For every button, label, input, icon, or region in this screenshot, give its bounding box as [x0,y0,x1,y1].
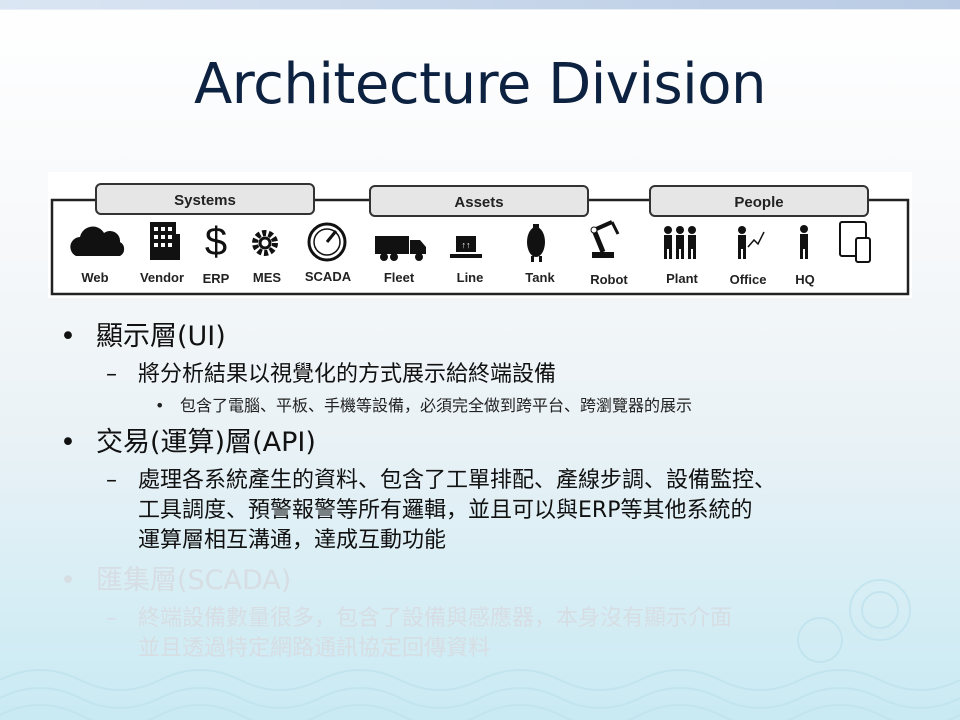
tank-icon [527,224,545,262]
group-label: Systems [174,192,236,209]
bullet-api: • 交易(運算)層(API) [60,426,930,460]
dash-marker: – [106,362,117,387]
group-systems: Systems [95,183,315,215]
item-label: Office [730,272,767,287]
truck-icon [375,236,426,261]
bullet-ui-sub: – 將分析結果以視覺化的方式展示給終端設備 [60,360,930,390]
bullet-ui-subsub: • 包含了電腦、平板、手機等設備，必須完全做到跨平台、跨瀏覽器的展示 [60,394,930,418]
item-label: HQ [795,272,815,287]
dollar-icon: $ [205,220,227,264]
item-label: Fleet [384,270,415,285]
bullet-ui-title: 顯示層(UI) [96,321,226,352]
bullet-marker: • [60,565,76,596]
bullet-api-sub: – 處理各系統產生的資料、包含了工單排配、產線步調、設備監控、 工具調度、預警報… [60,466,930,556]
dash-marker: – [106,606,117,631]
bullet-ui-subsub-text: 包含了電腦、平板、手機等設備，必須完全做到跨平台、跨瀏覽器的展示 [180,396,693,415]
item-label: Vendor [140,270,184,285]
executive-icon [800,225,808,259]
building-icon [150,222,180,260]
bullet-ui: • 顯示層(UI) [60,320,930,354]
bullet-list: • 顯示層(UI) – 將分析結果以視覺化的方式展示給終端設備 • 包含了電腦、… [60,320,930,668]
conveyor-icon: ↑↑ [450,236,482,258]
architecture-diagram: Systems Assets People [48,172,912,298]
bullet-marker: • [155,396,165,415]
bullet-marker: • [60,427,76,458]
bullet-scada-sub-line2: 並且透過特定網路通訊協定回傳資料 [138,636,491,661]
office-person-icon [738,226,765,259]
bullet-api-sub-line3: 運算層相互溝通，達成互動功能 [138,528,447,553]
group-assets: Assets [369,185,589,217]
bullet-ui-sub-text: 將分析結果以視覺化的方式展示給終端設備 [138,362,557,387]
item-label: Line [457,270,484,285]
item-label: Plant [666,271,698,286]
item-label: Web [81,270,108,285]
tablet-phone-icon [839,221,871,263]
bullet-api-sub-line2: 工具調度、預警報警等所有邏輯，並且可以與ERP等其他系統的 [138,498,753,523]
bullet-marker: • [60,321,76,352]
robot-arm-icon [590,220,620,258]
group-label: People [734,194,783,211]
bullet-scada-sub-line1: 終端設備數量很多，包含了設備與感應器，本身沒有顯示介面 [138,606,733,631]
bullet-api-title: 交易(運算)層(API) [96,427,316,458]
gear-icon [252,230,278,256]
group-people: People [649,185,869,217]
gauge-icon [307,222,347,262]
item-label: SCADA [305,269,352,284]
item-label: MES [253,270,282,285]
item-label: Robot [590,272,628,287]
bullet-api-sub-line1: 處理各系統產生的資料、包含了工單排配、產線步調、設備監控、 [138,468,777,493]
dash-marker: – [106,468,117,493]
cloud-icon [70,226,125,256]
top-accent-bar [0,0,960,10]
slide-title: Architecture Division [193,52,767,117]
bullet-scada-sub: – 終端設備數量很多，包含了設備與感應器，本身沒有顯示介面 並且透過特定網路通訊… [60,604,930,664]
svg-text:↑↑: ↑↑ [462,240,471,250]
group-label: Assets [454,194,503,211]
bullet-scada: • 匯集層(SCADA) [60,564,930,598]
bullet-scada-title: 匯集層(SCADA) [96,565,292,596]
item-label: Tank [525,270,555,285]
workers-icon [664,226,696,259]
item-label: ERP [203,271,230,286]
